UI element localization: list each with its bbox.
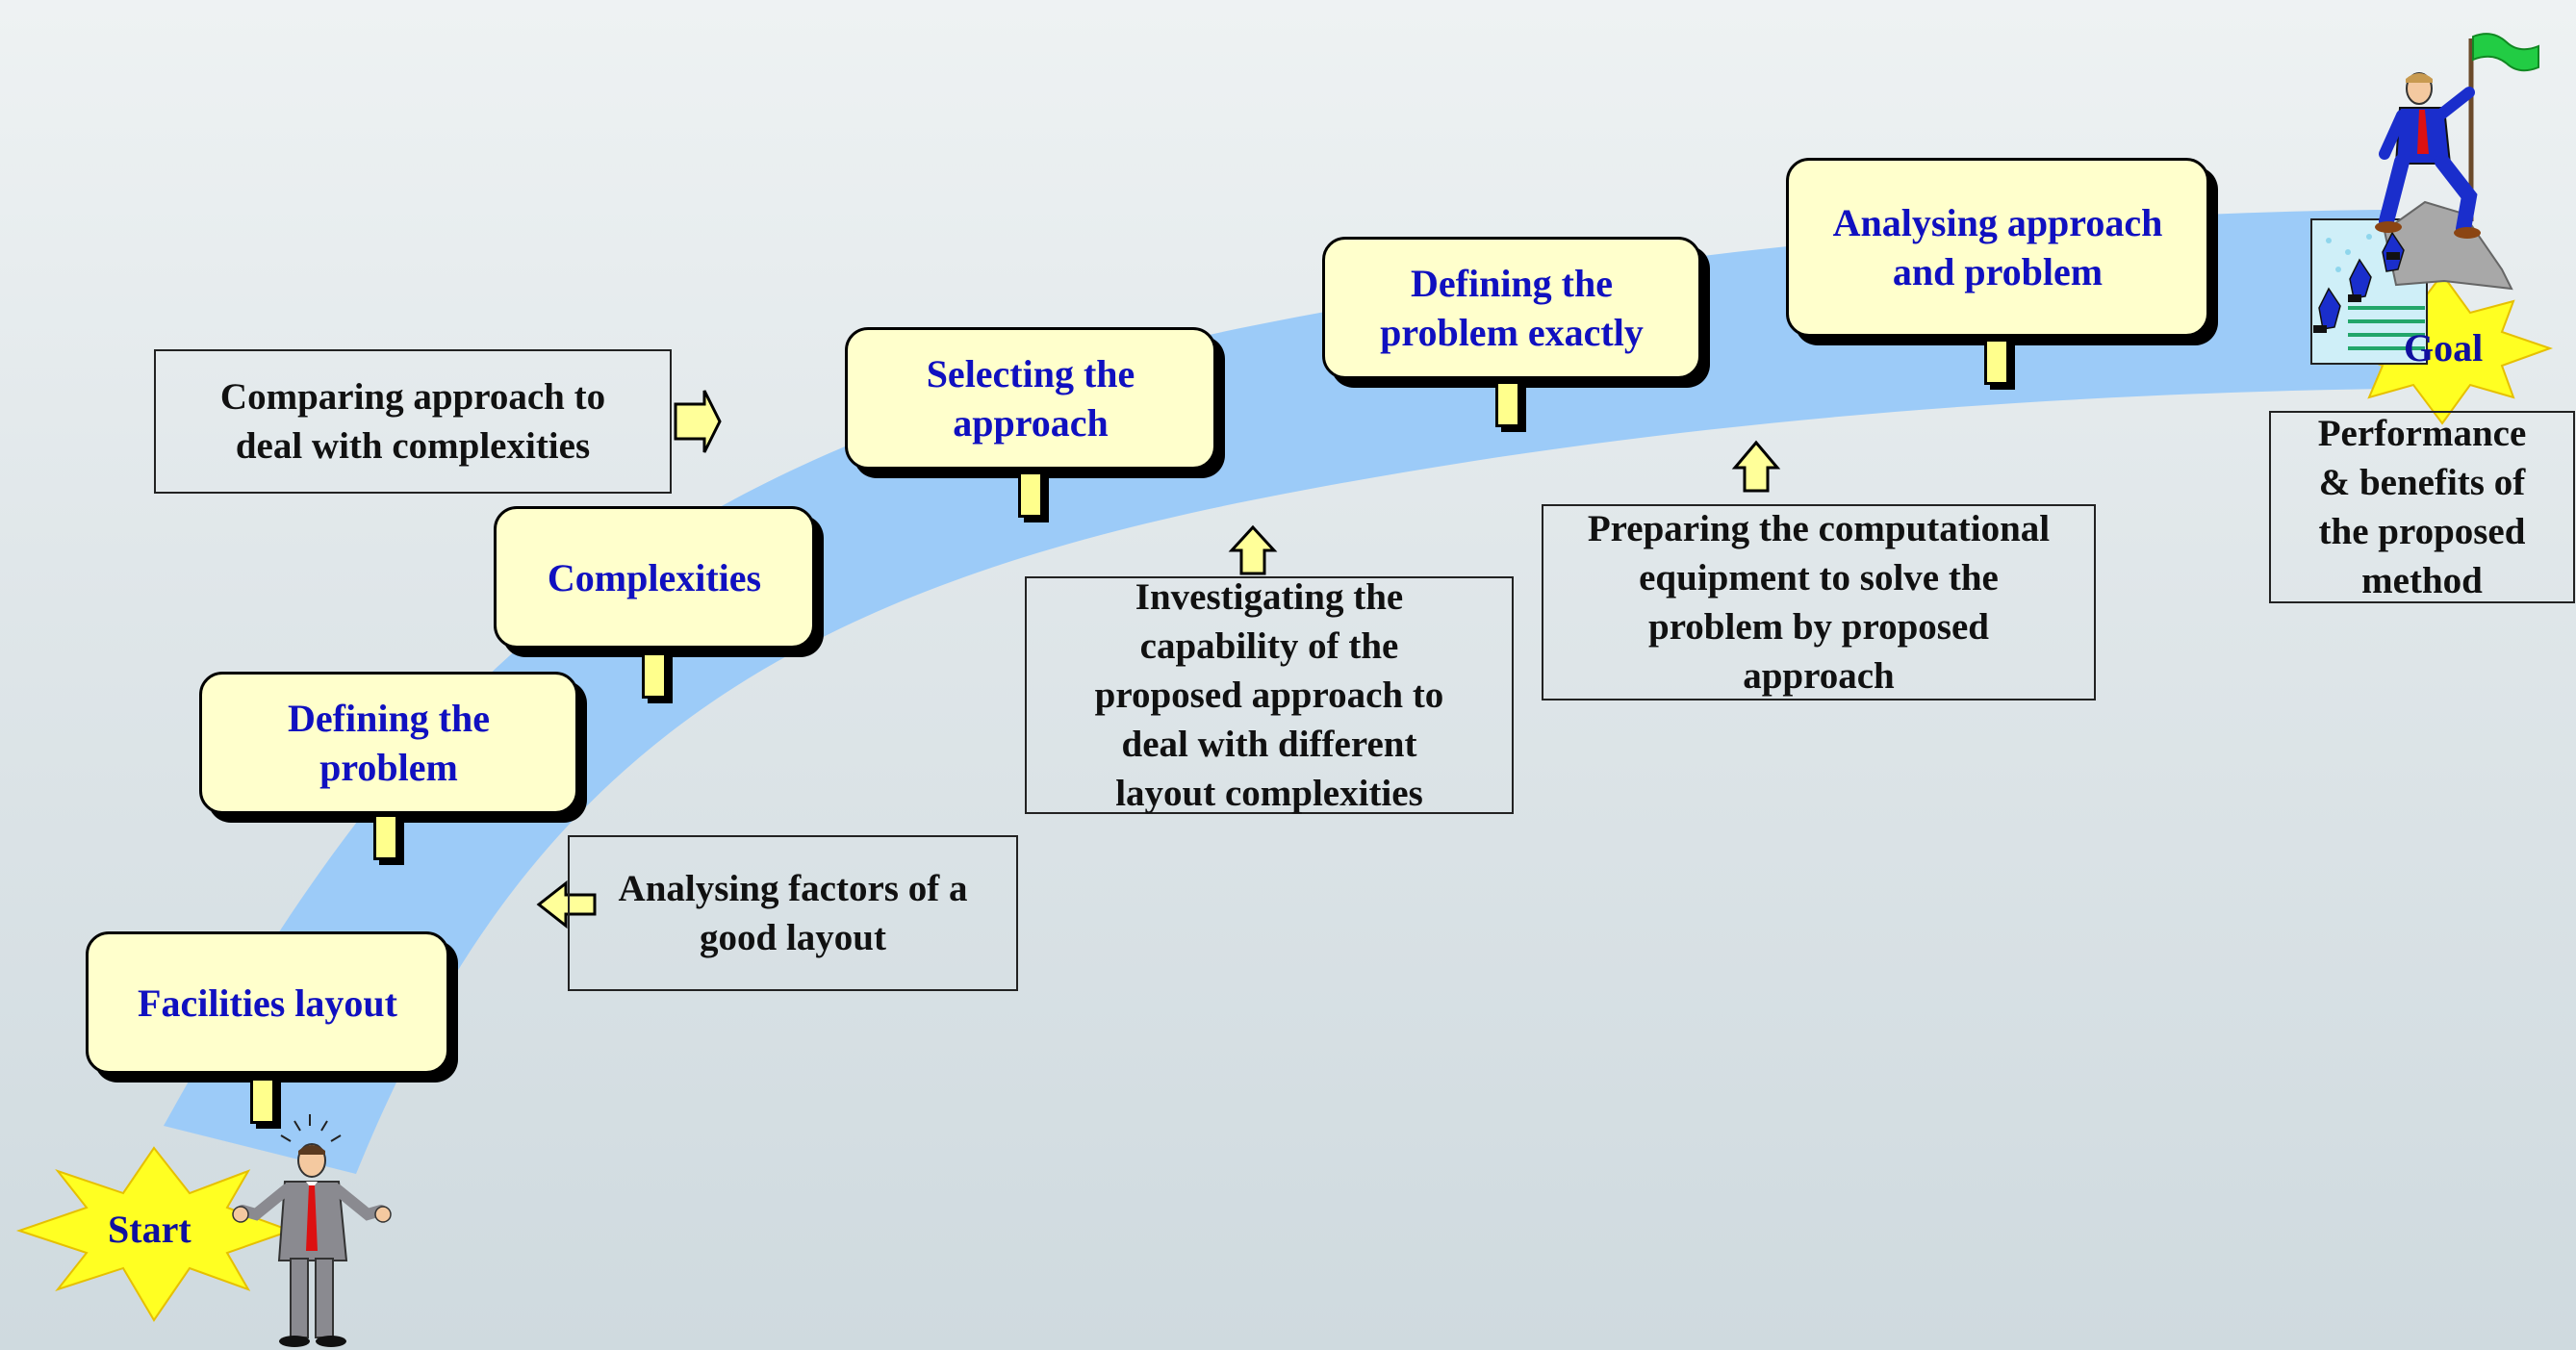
note-preparing-equipment: Preparing the computational equipment to…: [1542, 504, 2096, 700]
businessman-with-flag-on-summit-icon: [2310, 33, 2539, 365]
block-arrow-icon: [536, 390, 1781, 930]
note-analysing-factors: Analysing factors of a good layout: [568, 835, 1018, 991]
step-label: Complexities: [547, 555, 762, 599]
step-box-selecting-the-approach: Selecting the approach: [845, 327, 1216, 470]
step-peg: [1018, 471, 1043, 518]
start-star-icon: [15, 1146, 293, 1322]
step-label: Defining the problem exactly: [1380, 262, 1644, 354]
step-label: Analysing approach and problem: [1832, 201, 2163, 293]
step-box-defining-the-problem-exactly: Defining the problem exactly: [1322, 237, 1701, 379]
note-text: Investigating the capability of the prop…: [1094, 576, 1444, 814]
step-box-complexities: Complexities: [494, 506, 815, 649]
step-peg: [1984, 339, 2009, 385]
step-box-analysing-approach-and-problem: Analysing approach and problem: [1786, 158, 2209, 337]
step-peg: [373, 814, 398, 860]
note-performance-benefits: Performance & benefits of the proposed m…: [2269, 411, 2575, 603]
note-comparing-approach: Comparing approach to deal with complexi…: [154, 349, 672, 494]
goal-label: Goal: [2404, 326, 2484, 369]
step-label: Selecting the approach: [926, 352, 1135, 445]
note-text: Preparing the computational equipment to…: [1587, 508, 2051, 697]
step-label: Facilities layout: [138, 981, 397, 1025]
step-peg: [642, 652, 667, 699]
note-text: Performance & benefits of the proposed m…: [2317, 413, 2527, 601]
note-text: Analysing factors of a good layout: [618, 868, 968, 958]
confused-businessman-icon: [232, 1114, 392, 1347]
step-peg: [1495, 381, 1520, 427]
step-peg: [250, 1078, 275, 1124]
step-box-facilities-layout: Facilities layout: [86, 931, 449, 1074]
step-box-defining-the-problem: Defining the problem: [199, 672, 578, 814]
start-label: Start: [108, 1208, 191, 1251]
note-text: Comparing approach to deal with complexi…: [219, 376, 606, 467]
note-investigating-capability: Investigating the capability of the prop…: [1025, 576, 1514, 814]
step-label: Defining the problem: [288, 697, 490, 789]
